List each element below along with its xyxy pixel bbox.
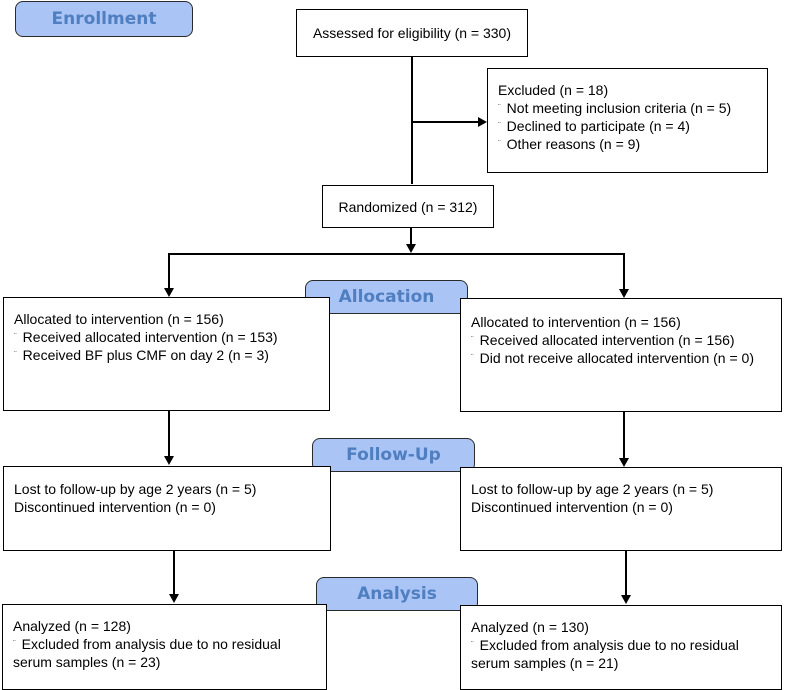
allocation-left-item: ¨Received BF plus CMF on day 2 (n = 3) <box>14 347 269 363</box>
connector-assessed-to-randomized <box>411 56 413 184</box>
connector-followup-left-down <box>173 550 175 595</box>
allocation-left-box: Allocated to intervention (n = 156) ¨Rec… <box>3 297 330 411</box>
allocation-left-title: Allocated to intervention (n = 156) <box>14 311 224 327</box>
assessed-box: Assessed for eligibility (n = 330) <box>296 9 528 57</box>
analysis-left-item: ¨Excluded from analysis due to no residu… <box>13 636 281 670</box>
connector-alloc-left-down <box>168 410 170 457</box>
arrow-to-allocation-left <box>164 288 174 297</box>
followup-left-line: Lost to follow-up by age 2 years (n = 5) <box>14 481 257 497</box>
allocation-right-box: Allocated to intervention (n = 156) ¨Rec… <box>460 298 782 412</box>
stage-followup: Follow-Up <box>312 438 475 472</box>
bullet-icon: ¨ <box>498 139 501 148</box>
stage-analysis: Analysis <box>316 577 478 611</box>
allocation-right-title: Allocated to intervention (n = 156) <box>471 314 681 330</box>
arrow-to-excluded <box>478 117 487 127</box>
connector-split-left <box>168 253 170 288</box>
analysis-right-title: Analyzed (n = 130) <box>471 619 589 635</box>
connector-split <box>168 253 625 255</box>
excluded-box: Excluded (n = 18) ¨Not meeting inclusion… <box>487 68 768 173</box>
arrow-to-analysis-right <box>621 595 631 604</box>
connector-randomized-down <box>410 227 412 246</box>
arrow-to-allocation-right <box>619 289 629 298</box>
bullet-icon: ¨ <box>13 639 16 648</box>
assessed-text: Assessed for eligibility (n = 330) <box>312 25 512 41</box>
bullet-icon: ¨ <box>14 332 17 341</box>
followup-right-line: Discontinued intervention (n = 0) <box>471 499 673 515</box>
arrow-randomized-down <box>406 244 416 253</box>
followup-left-box: Lost to follow-up by age 2 years (n = 5)… <box>3 466 331 551</box>
arrow-to-analysis-left <box>169 594 179 603</box>
followup-right-line: Lost to follow-up by age 2 years (n = 5) <box>471 481 714 497</box>
allocation-right-item: ¨Received allocated intervention (n = 15… <box>471 332 735 348</box>
bullet-icon: ¨ <box>14 350 17 359</box>
randomized-text: Randomized (n = 312) <box>338 198 478 215</box>
bullet-icon: ¨ <box>498 103 501 112</box>
arrow-to-followup-left <box>164 456 174 465</box>
excluded-title: Excluded (n = 18) <box>498 82 609 98</box>
randomized-box: Randomized (n = 312) <box>322 185 494 228</box>
bullet-icon: ¨ <box>498 121 501 130</box>
followup-right-box: Lost to follow-up by age 2 years (n = 5)… <box>460 467 782 551</box>
bullet-icon: ¨ <box>471 353 474 362</box>
allocation-left-item: ¨Received allocated intervention (n = 15… <box>14 329 278 345</box>
excluded-item: ¨Other reasons (n = 9) <box>498 136 641 152</box>
allocation-right-item: ¨Did not receive allocated intervention … <box>471 350 754 366</box>
excluded-item: ¨Not meeting inclusion criteria (n = 5) <box>498 100 732 116</box>
bullet-icon: ¨ <box>471 640 474 649</box>
stage-enrollment: Enrollment <box>15 1 193 37</box>
connector-split-right <box>623 253 625 289</box>
analysis-right-box: Analyzed (n = 130) ¨Excluded from analys… <box>460 605 782 690</box>
arrow-to-followup-right <box>619 458 629 467</box>
analysis-right-item: ¨Excluded from analysis due to no residu… <box>471 637 739 671</box>
analysis-left-box: Analyzed (n = 128) ¨Excluded from analys… <box>2 604 327 690</box>
connector-followup-right-down <box>625 550 627 596</box>
excluded-item: ¨Declined to participate (n = 4) <box>498 118 690 134</box>
bullet-icon: ¨ <box>471 335 474 344</box>
followup-left-line: Discontinued intervention (n = 0) <box>14 499 216 515</box>
connector-alloc-right-down <box>623 411 625 458</box>
stage-allocation: Allocation <box>305 280 468 314</box>
analysis-left-title: Analyzed (n = 128) <box>13 618 131 634</box>
connector-to-excluded <box>411 121 479 123</box>
